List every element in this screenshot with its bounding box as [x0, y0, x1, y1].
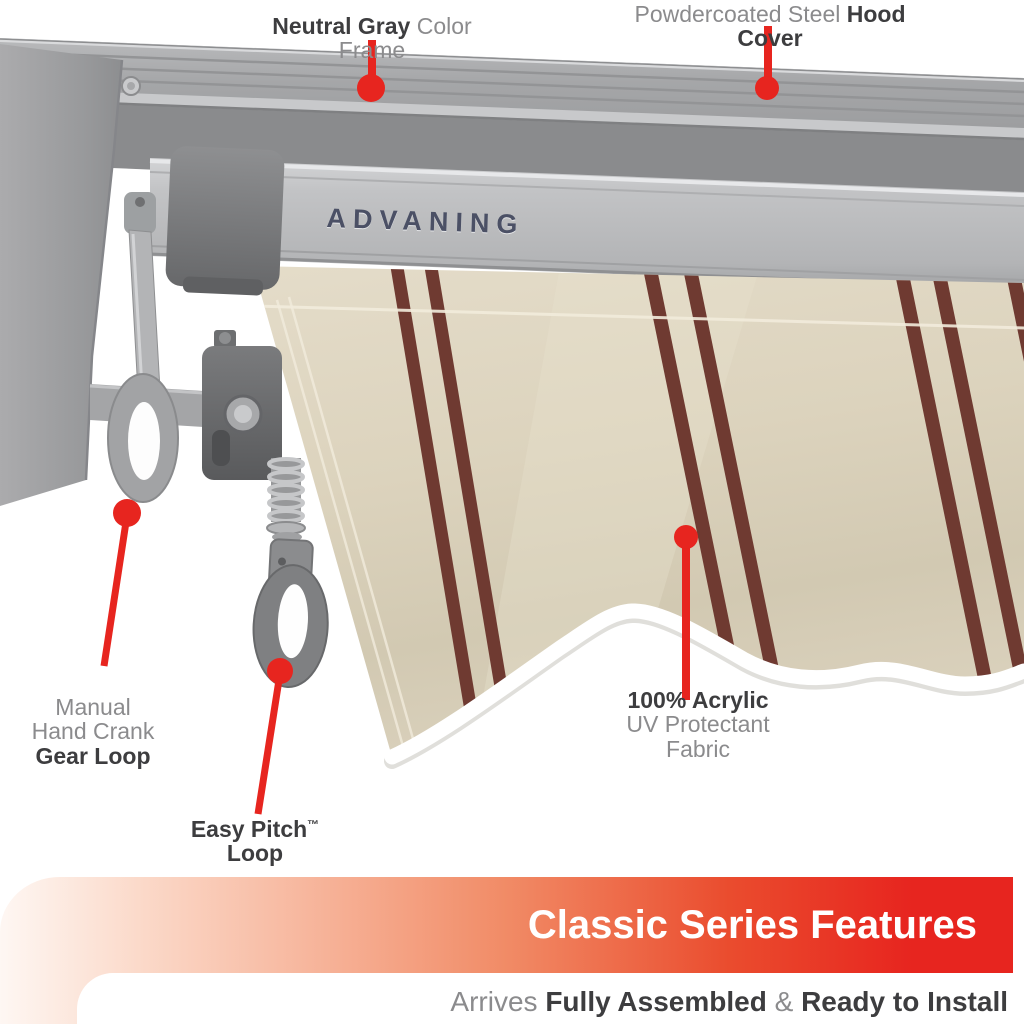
label-hood-cover: Powdercoated Steel Hood Cover: [600, 2, 940, 51]
tension-spring: [266, 457, 306, 542]
callout-pin-frame: [357, 40, 385, 102]
fabric-stripes: [390, 266, 1024, 757]
footer-tagline: Arrives Fully Assembled & Ready to Insta…: [188, 986, 1008, 1018]
banner-white-panel: [77, 973, 1024, 1024]
drive-mechanism: [89, 146, 329, 689]
easy-pitch-loop: [252, 538, 329, 689]
banner-title: Classic Series Features: [527, 903, 977, 947]
callout-pin-hood: [755, 26, 779, 100]
label-easy-pitch-bold1: Easy Pitch: [190, 816, 308, 842]
trademark-symbol: ™: [307, 817, 320, 832]
label-color-frame-bold: Neutral Gray: [272, 13, 411, 39]
label-easy-pitch: Easy Pitch™ Loop: [165, 817, 345, 866]
label-hood-cover-rest: Powdercoated Steel: [634, 1, 841, 27]
callout-pin-easy-pitch: [254, 658, 293, 815]
label-fabric-line2: UV Protectant: [626, 711, 770, 738]
label-fabric: 100% Acrylic UV Protectant Fabric: [608, 687, 788, 762]
awning-fabric: [253, 266, 1024, 769]
hood-cover-bar: [0, 38, 1024, 141]
label-fabric-line3: Fabric: [666, 735, 730, 762]
label-color-frame: Neutral Gray Color Frame: [252, 14, 492, 63]
hood-end-cap: [0, 44, 141, 506]
tagline-bold1: Fully Assembled: [545, 986, 767, 1017]
tagline-amp: &: [774, 986, 794, 1017]
motor-housing: [165, 146, 285, 296]
label-gear-loop: Manual Hand Crank Gear Loop: [13, 694, 173, 769]
crank-rod: [124, 192, 161, 393]
label-easy-pitch-bold2: Loop: [226, 840, 284, 867]
valance-trim: [384, 603, 1024, 765]
label-gear-loop-line1: Manual: [55, 694, 131, 720]
tagline-bold2: Ready to Install: [801, 986, 1008, 1017]
callout-pin-fabric: [674, 525, 698, 700]
label-fabric-line1: 100% Acrylic: [627, 687, 769, 713]
fabric-highlight: [470, 266, 760, 757]
callout-pins: [100, 26, 779, 815]
front-bar: [149, 158, 1024, 290]
label-color-frame-rest: Color Frame: [338, 13, 472, 64]
callout-pin-gear-loop: [100, 499, 141, 667]
label-gear-loop-line2: Hand Crank: [31, 718, 155, 745]
tagline-word1: Arrives: [450, 986, 538, 1017]
fabric-seams: [253, 296, 1024, 751]
frame-recess: [112, 98, 1024, 206]
label-gear-loop-line3: Gear Loop: [35, 742, 151, 769]
gear-loop: [107, 373, 179, 503]
label-hood-cover-bold: Hood Cover: [737, 1, 906, 52]
mounting-bracket: [202, 330, 282, 480]
